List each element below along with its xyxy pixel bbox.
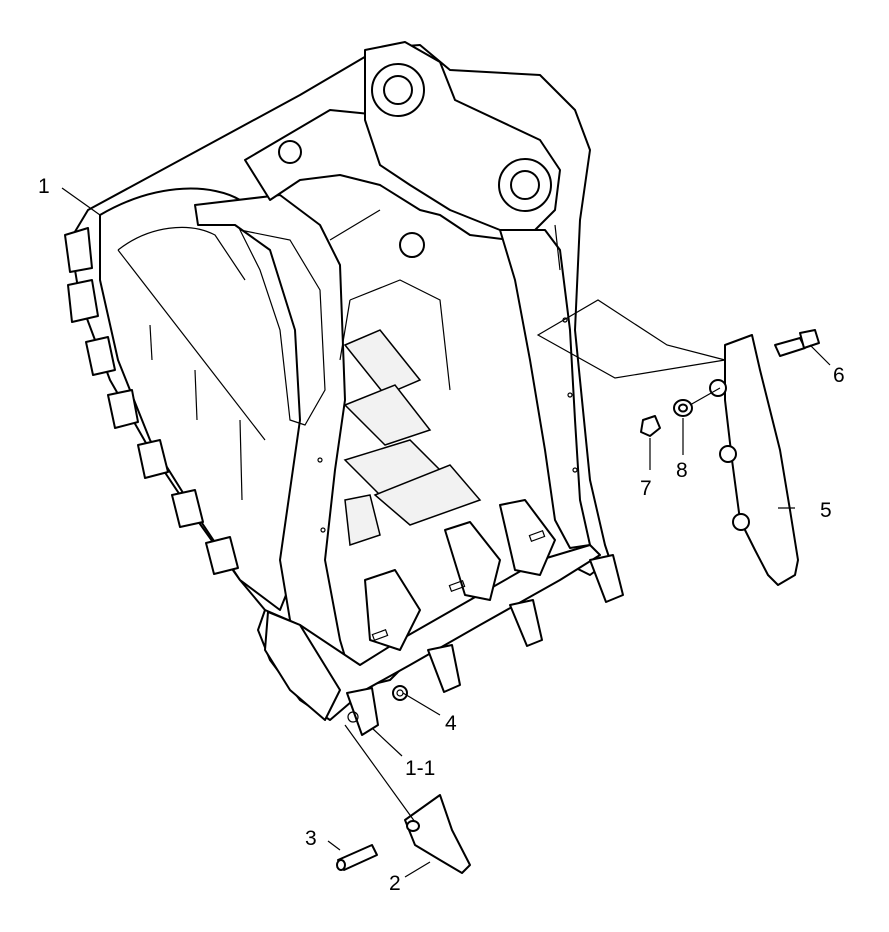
callout-1: 1 bbox=[38, 175, 50, 198]
callout-labels: 1 1-1 2 3 4 5 6 7 8 bbox=[38, 175, 845, 895]
tooth-assembly bbox=[336, 685, 471, 874]
side-cutter-assembly bbox=[536, 299, 820, 586]
leader-lines bbox=[61, 187, 831, 878]
callout-5: 5 bbox=[820, 499, 832, 522]
callout-8: 8 bbox=[676, 459, 688, 482]
callout-4: 4 bbox=[445, 712, 457, 735]
callout-2: 2 bbox=[389, 872, 401, 895]
callout-3: 3 bbox=[305, 827, 317, 850]
callout-1-1: 1-1 bbox=[405, 757, 435, 780]
bucket-body bbox=[64, 41, 624, 736]
callout-6: 6 bbox=[833, 364, 845, 387]
callout-7: 7 bbox=[640, 477, 652, 500]
